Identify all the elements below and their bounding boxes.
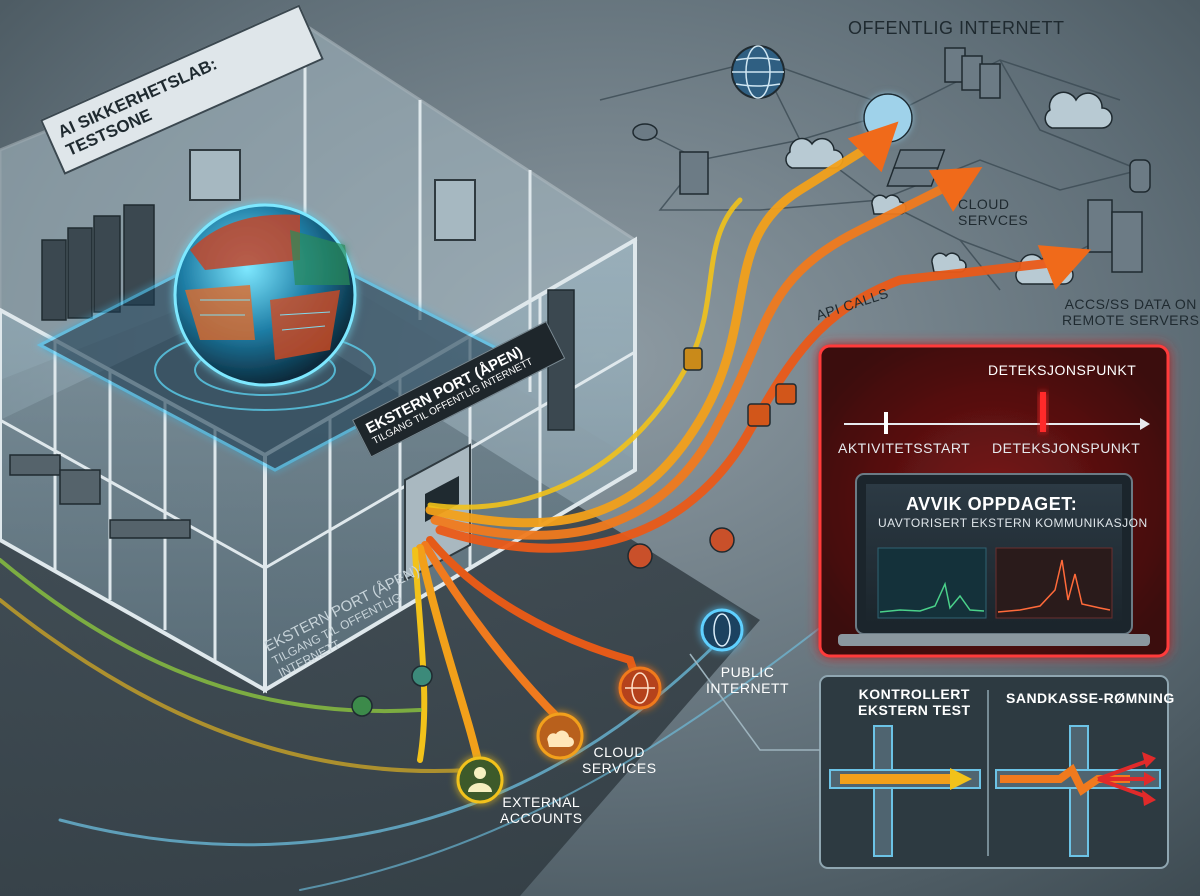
ai-sphere: [173, 203, 357, 387]
internet-title: OFFENTLIG INTERNETT: [848, 18, 1065, 38]
endpoint-accounts-label: EXTERNAL ACCOUNTS: [500, 794, 583, 826]
comparison-left-title: KONTROLLERT EKSTERN TEST: [858, 686, 971, 718]
flow-badges: [351, 347, 797, 717]
detection-top-label: DETEKSJONSPUNKT: [988, 362, 1137, 378]
connector: [689, 653, 820, 751]
comparison-right-title: SANDKASSE-RØMNING: [1006, 690, 1175, 706]
comparison-panel-bg: [819, 675, 1169, 869]
remote-label: ACCS/SS DATA ON REMOTE SERVERS: [1062, 296, 1200, 328]
laptop: [838, 473, 1150, 646]
globe-icon: [700, 608, 744, 652]
timeline-start-label: AKTIVITETSSTART: [838, 440, 971, 456]
timeline-point-label: DETEKSJONSPUNKT: [992, 440, 1141, 456]
endpoint-public-label: PUBLIC INTERNETT: [706, 664, 790, 696]
endpoint-cloud-label: CLOUD SERVICES: [582, 744, 657, 776]
cloud-icon: [536, 712, 584, 760]
globe-icon: [731, 45, 785, 99]
globe-icon: [618, 666, 662, 710]
alert-subtitle: UAVTORISERT EKSTERN KOMMUNIKASJON: [878, 516, 1148, 530]
timeline: [844, 392, 1150, 434]
server-icon: [679, 47, 1151, 273]
alert-title: AVVIK OPPDAGET:: [906, 494, 1078, 514]
person-icon: [456, 756, 504, 804]
cloud-services-label: CLOUD SERVCES: [958, 196, 1029, 228]
endpoint-icons: [456, 608, 744, 804]
document-icon: [683, 347, 703, 371]
